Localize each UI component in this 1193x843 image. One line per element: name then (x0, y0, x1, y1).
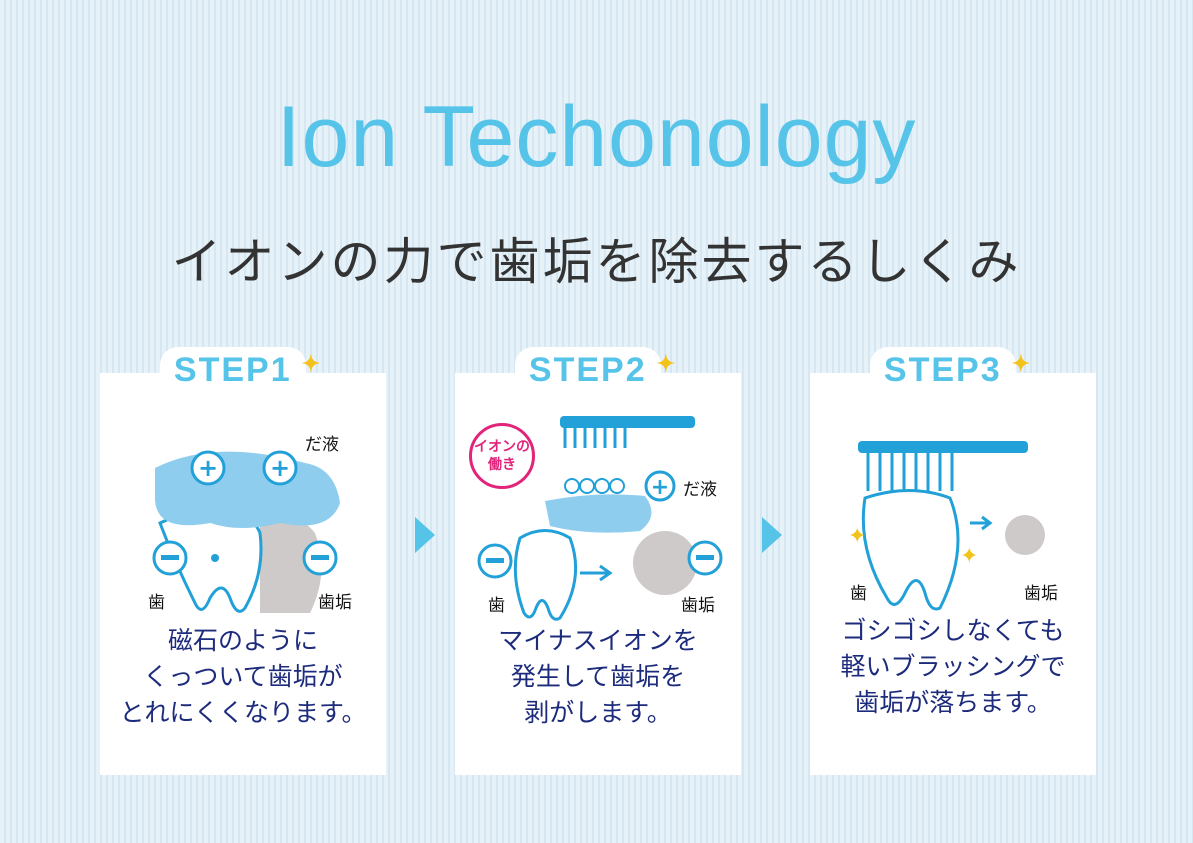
svg-text:+: + (198, 454, 218, 482)
page-title: Ion Techonology (276, 89, 917, 185)
step3-illustration: ✦✦ (848, 441, 1045, 611)
saliva-character (545, 494, 652, 533)
plus-ion-icon (262, 450, 298, 486)
svg-text:+: + (651, 475, 669, 500)
sparkle-icon: ✦ (1011, 351, 1033, 376)
step3-description: ゴシゴシしなくても 軽いブラッシングで 歯垢が落ちます。 (840, 616, 1066, 717)
plus-ion-icon (190, 450, 226, 486)
svg-text:✦: ✦ (960, 544, 978, 569)
step1-illustration: + + (152, 450, 340, 613)
step1-card: STEP1✦ + + だ液 歯 歯垢 磁石のように くっついて歯垢が とれにくく… (100, 351, 386, 775)
saliva-label: だ液 (683, 480, 717, 500)
page-subtitle: イオンの力で歯垢を除去するしくみ (171, 233, 1022, 291)
step2-illustration: + (477, 416, 723, 621)
step2-card: STEP2✦ + イオンの 働き だ液 歯 歯垢 マイナスイオンを 発生して歯垢… (455, 351, 741, 775)
step2-heading: STEP2✦ (455, 351, 741, 390)
step3-heading: STEP3✦ (810, 351, 1096, 390)
plaque-character (260, 515, 322, 613)
plaque-label: 歯垢 (681, 596, 715, 616)
toothbrush-icon (858, 441, 1028, 453)
sparkle-icon: ✦ (301, 351, 323, 376)
plaque-character (633, 531, 697, 595)
tooth-character (861, 489, 960, 611)
tooth-label: 歯 (850, 584, 867, 604)
tooth-label: 歯 (148, 593, 165, 613)
arrow-right-icon (762, 517, 782, 553)
plaque-character (1005, 515, 1045, 555)
saliva-character (155, 451, 340, 528)
toothbrush-icon (560, 416, 695, 428)
plus-ion-icon (644, 470, 676, 502)
tooth-character (513, 529, 578, 621)
saliva-label: だ液 (305, 435, 339, 455)
step3-card: STEP3✦ ✦✦ 歯 歯垢 ゴシゴシしなくても 軽いブラッシングで 歯垢が落ち… (810, 351, 1096, 775)
step1-heading: STEP1✦ (100, 351, 386, 390)
step2-description: マイナスイオンを 発生して歯垢を 剥がします。 (498, 626, 698, 727)
svg-text:✦: ✦ (848, 524, 866, 549)
step1-description: 磁石のように くっついて歯垢が とれにくくなります。 (119, 626, 367, 727)
tooth-label: 歯 (488, 596, 505, 616)
arrow-icon (970, 515, 993, 531)
svg-text:+: + (270, 454, 290, 482)
ion-action-badge: イオンの 働き (469, 423, 535, 489)
arrow-right-icon (415, 517, 435, 553)
arrow-icon (580, 564, 613, 582)
sparkle-icon: ✦ (656, 351, 678, 376)
plaque-label: 歯垢 (1024, 584, 1058, 604)
plaque-label: 歯垢 (318, 593, 352, 613)
